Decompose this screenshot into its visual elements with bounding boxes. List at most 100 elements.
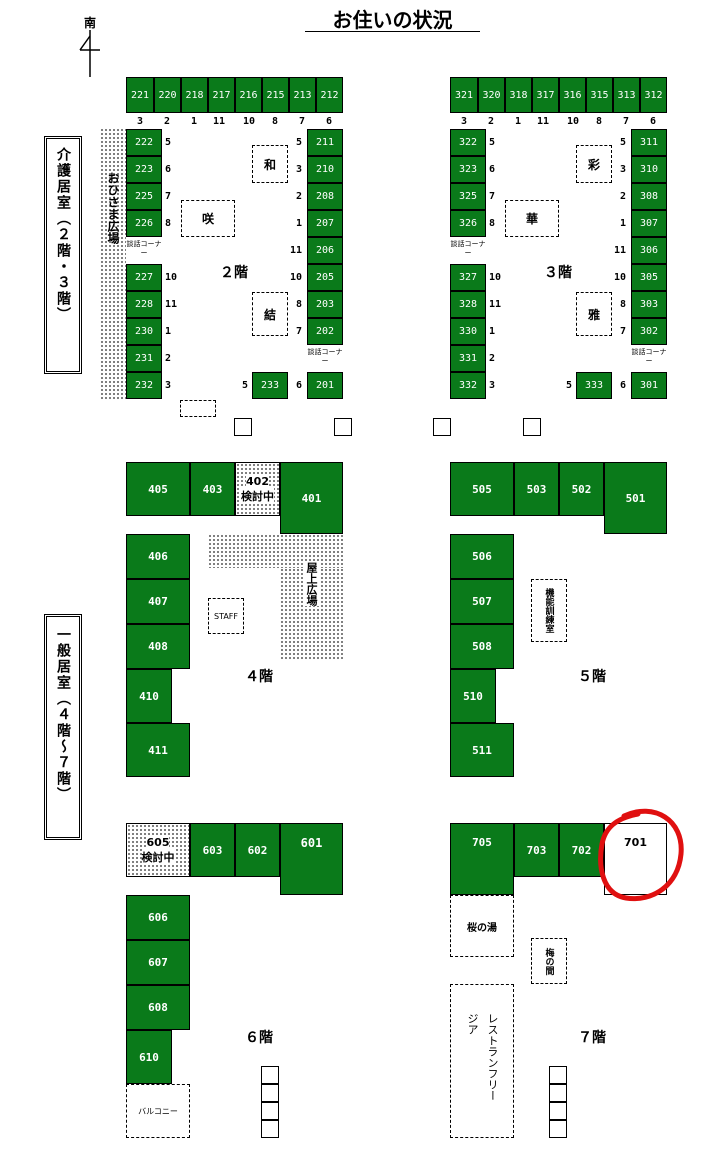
room-231[interactable]: 231	[126, 345, 162, 372]
room-308[interactable]: 308	[631, 183, 667, 210]
room-220[interactable]: 220	[154, 77, 181, 113]
room-607[interactable]: 607	[126, 940, 190, 985]
room-217[interactable]: 217	[208, 77, 235, 113]
room-411[interactable]: 411	[126, 723, 190, 777]
room-301[interactable]: 301	[631, 372, 667, 399]
room-203[interactable]: 203	[307, 291, 343, 318]
room-226[interactable]: 226	[126, 210, 162, 237]
room-328[interactable]: 328	[450, 291, 486, 318]
room-211[interactable]: 211	[307, 129, 343, 156]
rooftop-plaza-label: 屋上広場	[303, 562, 319, 606]
room-302[interactable]: 302	[631, 318, 667, 345]
room-320[interactable]: 320	[478, 77, 505, 113]
room-505[interactable]: 505	[450, 462, 514, 516]
room-506[interactable]: 506	[450, 534, 514, 579]
room-703[interactable]: 703	[514, 823, 559, 877]
room-216[interactable]: 216	[235, 77, 262, 113]
room-325[interactable]: 325	[450, 183, 486, 210]
room-313[interactable]: 313	[613, 77, 640, 113]
room-227[interactable]: 227	[126, 264, 162, 291]
room-407[interactable]: 407	[126, 579, 190, 624]
room-228[interactable]: 228	[126, 291, 162, 318]
room-233[interactable]: 233	[252, 372, 288, 399]
room-305[interactable]: 305	[631, 264, 667, 291]
unit-saki: 咲	[181, 200, 235, 237]
room-402-status: 検討中	[241, 487, 274, 504]
room-212[interactable]: 212	[316, 77, 343, 113]
room-218[interactable]: 218	[181, 77, 208, 113]
legend-care-rooms: 介護居室（２階・３階）	[44, 136, 82, 374]
room-223[interactable]: 223	[126, 156, 162, 183]
room-701[interactable]: 701	[604, 823, 667, 895]
room-206[interactable]: 206	[307, 237, 343, 264]
room-201[interactable]: 201	[307, 372, 343, 399]
room-605[interactable]: 605 検討中	[126, 823, 190, 877]
seat-label: 1	[296, 218, 303, 229]
unit-miyabi: 雅	[576, 292, 612, 336]
room-210[interactable]: 210	[307, 156, 343, 183]
room-312[interactable]: 312	[640, 77, 667, 113]
room-705[interactable]: 705	[450, 823, 514, 895]
room-403[interactable]: 403	[190, 462, 235, 516]
room-323[interactable]: 323	[450, 156, 486, 183]
room-333[interactable]: 333	[576, 372, 612, 399]
room-213[interactable]: 213	[289, 77, 316, 113]
room-321[interactable]: 321	[450, 77, 478, 113]
unit-aya: 彩	[576, 145, 612, 183]
room-222[interactable]: 222	[126, 129, 162, 156]
room-ume: 梅の間	[531, 938, 567, 984]
room-606[interactable]: 606	[126, 895, 190, 940]
room-327[interactable]: 327	[450, 264, 486, 291]
room-602[interactable]: 602	[235, 823, 280, 877]
room-307[interactable]: 307	[631, 210, 667, 237]
room-405[interactable]: 405	[126, 462, 190, 516]
room-510[interactable]: 510	[450, 669, 496, 723]
floor-3-label: ３階	[544, 265, 572, 281]
room-318[interactable]: 318	[505, 77, 532, 113]
room-316[interactable]: 316	[559, 77, 586, 113]
room-230[interactable]: 230	[126, 318, 162, 345]
room-507[interactable]: 507	[450, 579, 514, 624]
room-402[interactable]: 402 検討中	[235, 462, 280, 516]
room-311[interactable]: 311	[631, 129, 667, 156]
room-221[interactable]: 221	[126, 77, 154, 113]
room-225[interactable]: 225	[126, 183, 162, 210]
seat-label: 5	[296, 137, 303, 148]
room-401[interactable]: 401	[280, 462, 343, 534]
room-508[interactable]: 508	[450, 624, 514, 669]
room-310[interactable]: 310	[631, 156, 667, 183]
room-331[interactable]: 331	[450, 345, 486, 372]
room-601[interactable]: 601	[280, 823, 343, 895]
room-232[interactable]: 232	[126, 372, 162, 399]
room-330[interactable]: 330	[450, 318, 486, 345]
room-306[interactable]: 306	[631, 237, 667, 264]
seat-label: 5	[566, 380, 573, 391]
seat-label: 3	[489, 380, 496, 391]
seat-label: 11	[165, 299, 178, 310]
floor-4-label: ４階	[245, 669, 273, 685]
room-207[interactable]: 207	[307, 210, 343, 237]
room-326[interactable]: 326	[450, 210, 486, 237]
room-608[interactable]: 608	[126, 985, 190, 1030]
room-610[interactable]: 610	[126, 1030, 172, 1084]
room-410[interactable]: 410	[126, 669, 172, 723]
room-303[interactable]: 303	[631, 291, 667, 318]
room-603[interactable]: 603	[190, 823, 235, 877]
seat-label: 7	[489, 191, 496, 202]
room-502[interactable]: 502	[559, 462, 604, 516]
room-208[interactable]: 208	[307, 183, 343, 210]
room-406[interactable]: 406	[126, 534, 190, 579]
room-511[interactable]: 511	[450, 723, 514, 777]
room-503[interactable]: 503	[514, 462, 559, 516]
room-215[interactable]: 215	[262, 77, 289, 113]
seat-label: 3	[137, 116, 144, 127]
room-332[interactable]: 332	[450, 372, 486, 399]
room-205[interactable]: 205	[307, 264, 343, 291]
room-501[interactable]: 501	[604, 462, 667, 534]
seat-label: 8	[620, 299, 627, 310]
room-317[interactable]: 317	[532, 77, 559, 113]
room-202[interactable]: 202	[307, 318, 343, 345]
room-322[interactable]: 322	[450, 129, 486, 156]
room-408[interactable]: 408	[126, 624, 190, 669]
room-315[interactable]: 315	[586, 77, 613, 113]
